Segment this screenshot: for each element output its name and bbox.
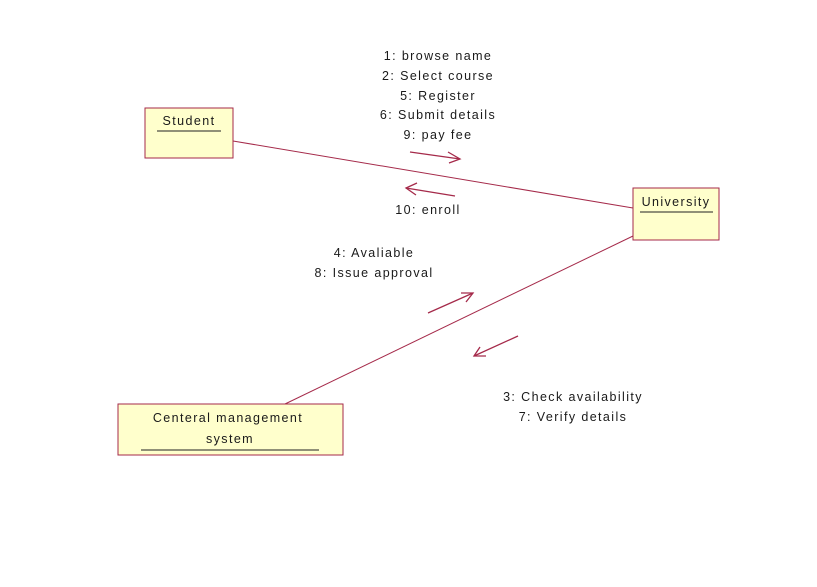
message-label: 10: enroll <box>395 203 460 217</box>
link-university-central <box>284 235 634 405</box>
university-box <box>632 187 720 241</box>
arrow-university-to-student <box>404 182 456 197</box>
object-university[interactable]: University <box>632 187 720 241</box>
central-label-line2: system <box>206 432 254 446</box>
message-label: 7: Verify details <box>519 410 628 424</box>
message-label: 3: Check availability <box>503 390 643 404</box>
link-student-university <box>232 140 634 209</box>
message-label: 9: pay fee <box>404 128 473 142</box>
message-label: 5: Register <box>400 89 476 103</box>
message-label: 8: Issue approval <box>315 266 434 280</box>
central-box <box>117 403 344 456</box>
object-central-management-system[interactable]: Centeral management system <box>117 403 344 456</box>
arrow-central-to-university <box>427 292 475 314</box>
messages-university-to-student: 10: enroll <box>395 203 460 217</box>
message-label: 1: browse name <box>384 49 493 63</box>
messages-central-to-university: 4: Avaliable 8: Issue approval <box>315 246 434 280</box>
messages-university-to-central: 3: Check availability 7: Verify details <box>503 390 643 424</box>
arrow-student-to-university <box>409 151 462 164</box>
message-label: 4: Avaliable <box>334 246 415 260</box>
object-student[interactable]: Student <box>144 107 234 159</box>
central-label-line1: Centeral management <box>153 411 303 425</box>
student-box <box>144 107 234 159</box>
university-label: University <box>642 195 711 209</box>
arrow-university-to-central <box>472 335 519 357</box>
message-label: 6: Submit details <box>380 108 496 122</box>
message-label: 2: Select course <box>382 69 494 83</box>
messages-student-to-university: 1: browse name 2: Select course 5: Regis… <box>380 49 496 142</box>
student-label: Student <box>163 114 216 128</box>
